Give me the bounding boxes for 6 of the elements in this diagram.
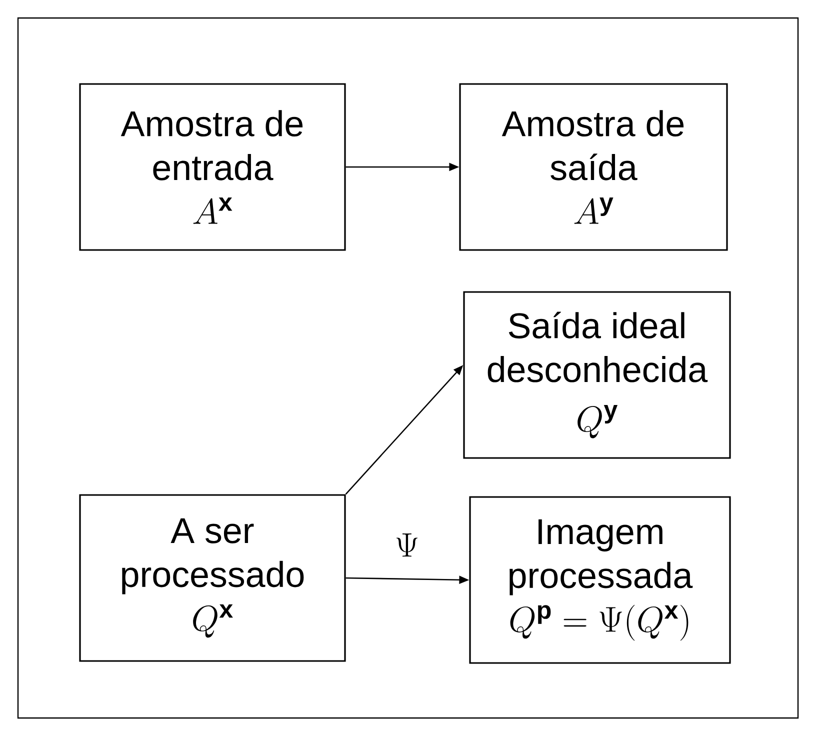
process-box: A ser processado $Q^{\mathbf{x}}$	[79, 494, 346, 662]
process-box: Amostra de entrada $A^{\mathbf{x}}$	[79, 83, 346, 251]
process-box: Saída ideal desconhecida $Q^{\mathbf{y}}$	[463, 291, 731, 459]
edge-label: $\Psi$	[396, 533, 418, 557]
process-box: Imagem processada $Q^{\mathbf{p}} = \Psi(Q^{\mathbf{x}})$	[469, 496, 731, 664]
process-box: Amostra de saída $A^{\mathbf{y}}$	[459, 83, 728, 251]
